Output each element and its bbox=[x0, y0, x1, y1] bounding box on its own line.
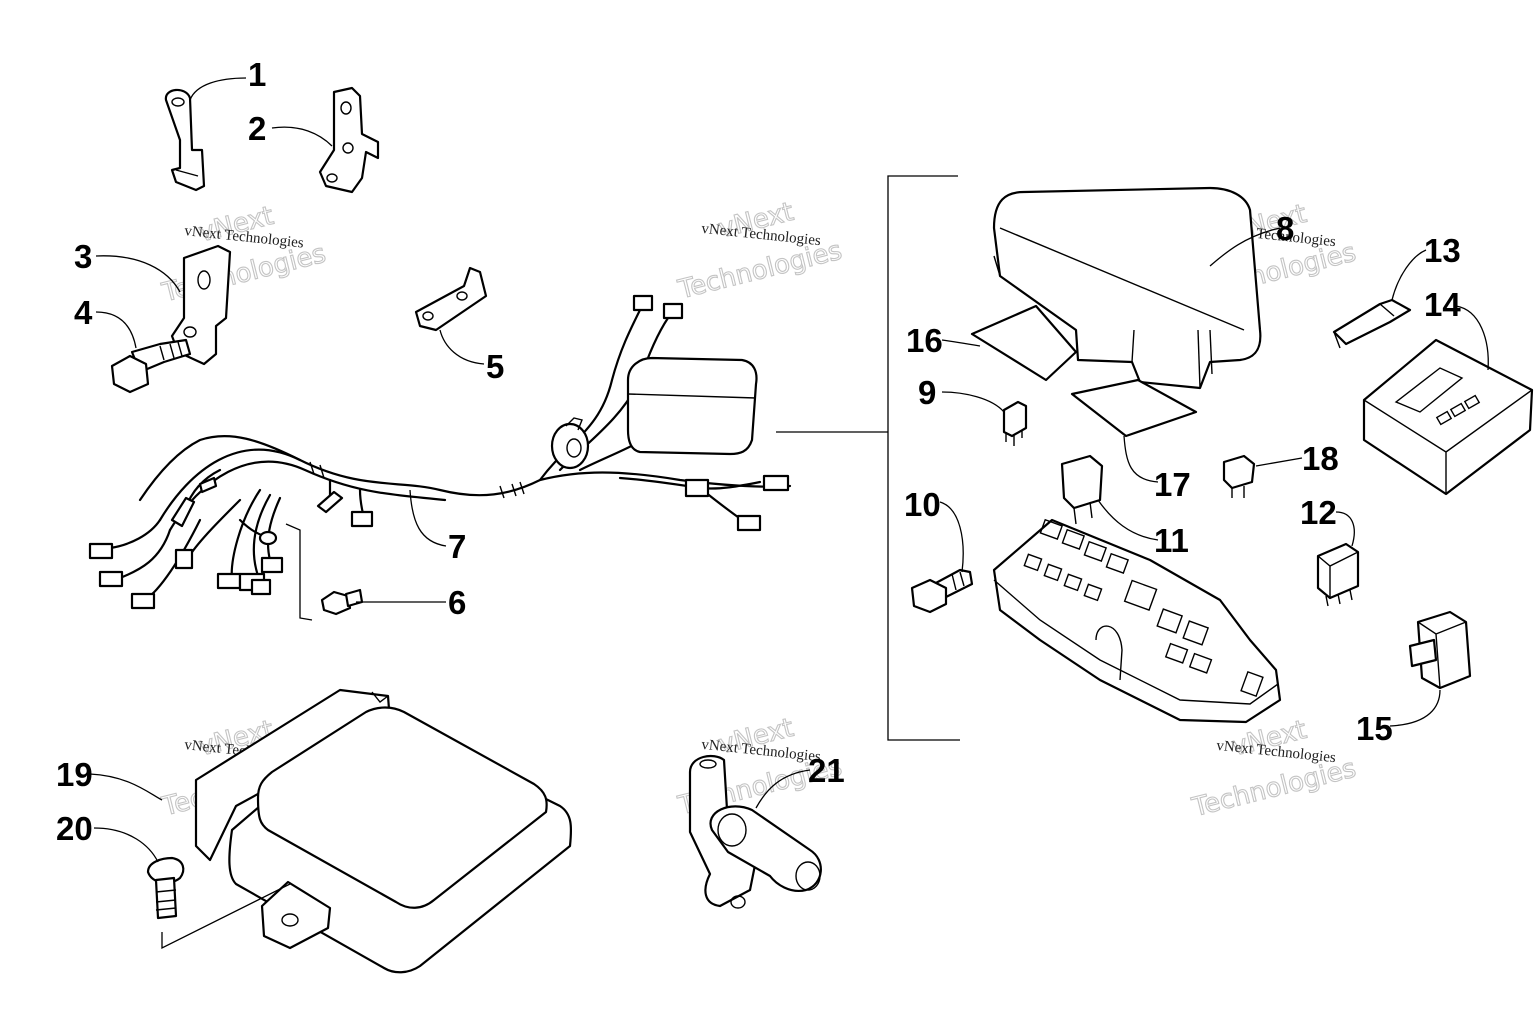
part-21-sensor bbox=[688, 754, 822, 909]
callout-17: 17 bbox=[1154, 466, 1191, 503]
part-7-wire-harness bbox=[88, 294, 792, 610]
part-15-connector bbox=[1408, 610, 1472, 690]
callout-18: 18 bbox=[1302, 440, 1339, 477]
callout-3: 3 bbox=[74, 238, 92, 275]
part-16-label bbox=[970, 304, 1078, 382]
callout-9: 9 bbox=[918, 374, 936, 411]
callout-12: 12 bbox=[1300, 494, 1337, 531]
part-5-plate bbox=[414, 266, 488, 332]
callout-8: 8 bbox=[1276, 210, 1294, 247]
watermark-top-center: vNext Technologies vNext Technologies bbox=[674, 196, 845, 306]
part-3-bracket bbox=[170, 244, 232, 366]
part-9-fuse bbox=[1002, 400, 1028, 446]
callout-4: 4 bbox=[74, 294, 93, 331]
part-13-fuse-puller bbox=[1332, 298, 1412, 349]
callout-16: 16 bbox=[906, 322, 943, 359]
part-4-bolt bbox=[110, 338, 192, 394]
part-12-relay bbox=[1316, 542, 1360, 607]
callout-21: 21 bbox=[808, 752, 845, 789]
callout-19: 19 bbox=[56, 756, 93, 793]
part-8-fuse-box-cover bbox=[992, 186, 1262, 390]
callout-2: 2 bbox=[248, 110, 266, 147]
callout-20: 20 bbox=[56, 810, 93, 847]
part-fuse-box-base bbox=[992, 518, 1282, 724]
leader-lines bbox=[89, 77, 1489, 863]
callout-labels: 1 2 3 4 5 6 7 8 9 10 11 12 13 14 15 16 1… bbox=[56, 56, 1461, 847]
part-17-label bbox=[1070, 378, 1198, 438]
part-14-fuse-block bbox=[1362, 338, 1534, 496]
part-11-relay bbox=[1060, 454, 1104, 525]
part-19-ecu-module bbox=[194, 688, 573, 974]
callout-1: 1 bbox=[248, 56, 266, 93]
bracket-line-20 bbox=[161, 883, 291, 950]
callout-6: 6 bbox=[448, 584, 466, 621]
callout-7: 7 bbox=[448, 528, 466, 565]
part-2-bracket bbox=[318, 86, 380, 194]
callout-15: 15 bbox=[1356, 710, 1393, 747]
part-20-screw bbox=[146, 856, 185, 920]
part-10-bolt bbox=[910, 568, 974, 614]
watermark-bottom-right: vNext Technologies vNext Technologies bbox=[1188, 714, 1359, 823]
callout-14: 14 bbox=[1424, 286, 1461, 323]
callout-13: 13 bbox=[1424, 232, 1461, 269]
callout-10: 10 bbox=[904, 486, 941, 523]
bracket-line-6 bbox=[285, 523, 313, 621]
part-1-bracket bbox=[164, 88, 206, 192]
group-bracket bbox=[887, 175, 960, 741]
callout-5: 5 bbox=[486, 348, 504, 385]
part-18-mini-relay bbox=[1222, 454, 1256, 498]
callout-11: 11 bbox=[1154, 522, 1189, 559]
